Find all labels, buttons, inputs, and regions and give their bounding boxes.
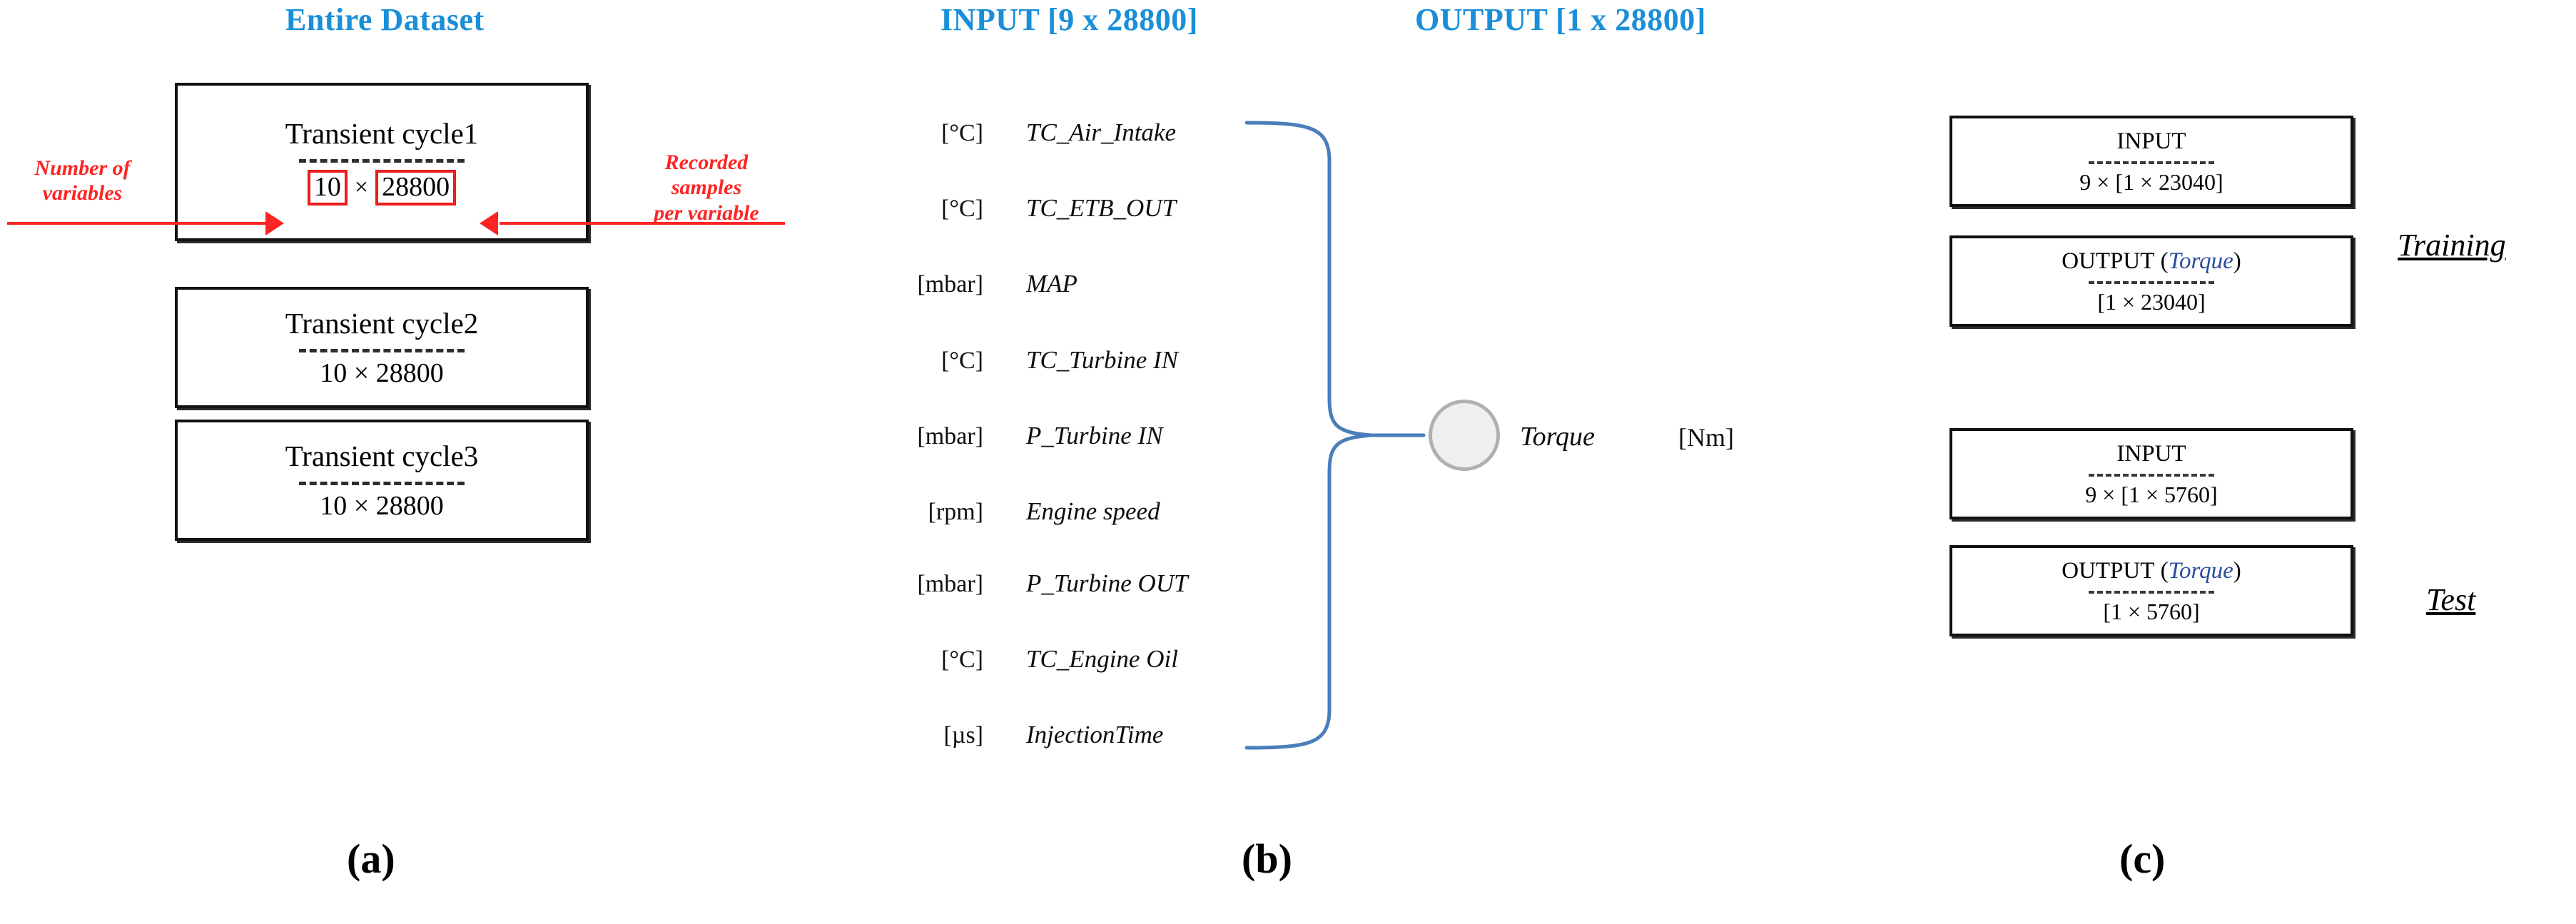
annotation-line: Number of	[34, 156, 131, 180]
output-node-circle	[1429, 400, 1500, 471]
divider	[2089, 591, 2214, 594]
arrow-right-head-icon	[480, 211, 498, 235]
cycle-dims: 10 × 28800	[320, 358, 444, 389]
box-title-torque: Torque	[2168, 248, 2233, 274]
panel-b-input-title: INPUT [9 x 28800]	[940, 2, 1198, 37]
panel-b-output-title: OUTPUT [1 x 28800]	[1415, 2, 1706, 37]
paren-close: )	[2233, 557, 2241, 584]
annotation-number-of-variables: Number of variables	[6, 156, 159, 206]
input-name: P_Turbine OUT	[1026, 569, 1188, 597]
box-title: INPUT	[2116, 440, 2186, 467]
box-dims: 9 × [1 × 5760]	[2085, 482, 2218, 508]
divider	[299, 349, 465, 353]
training-input-box: INPUT 9 × [1 × 23040]	[1949, 116, 2353, 207]
cycle-box-3: Transient cycle3 10 × 28800	[175, 420, 589, 541]
input-name: TC_ETB_OUT	[1026, 194, 1177, 222]
divider	[2089, 474, 2214, 477]
input-name: MAP	[1026, 270, 1077, 298]
test-input-box: INPUT 9 × [1 × 5760]	[1949, 428, 2353, 519]
divider	[299, 159, 465, 163]
panel-a-letter: (a)	[347, 836, 395, 882]
rows-value: 10	[307, 170, 348, 206]
input-name: TC_Air_Intake	[1026, 118, 1176, 146]
input-name: P_Turbine IN	[1026, 422, 1163, 450]
input-unit: [mbar]	[917, 423, 983, 450]
box-title-main: INPUT	[2116, 440, 2186, 467]
paren-open: (	[2154, 248, 2169, 274]
annotation-line: per variable	[654, 200, 759, 225]
divider	[2089, 281, 2214, 285]
divider	[2089, 161, 2214, 165]
paren-open: (	[2154, 557, 2169, 584]
annotation-line: samples	[671, 176, 742, 200]
input-name: InjectionTime	[1026, 721, 1164, 748]
cols-value: 28800	[375, 170, 457, 206]
output-node-unit: [Nm]	[1678, 423, 1734, 452]
output-node-label: Torque	[1520, 422, 1595, 452]
box-dims: [1 × 23040]	[2097, 289, 2206, 315]
box-title-main: OUTPUT	[2062, 557, 2155, 584]
input-unit: [mbar]	[917, 571, 983, 597]
arrow-right-shaft	[500, 222, 785, 225]
arrow-left-shaft	[7, 222, 271, 225]
arrow-left-head-icon	[265, 211, 284, 235]
input-unit: [µs]	[943, 722, 983, 748]
annotation-line: variables	[42, 181, 123, 205]
paren-close: )	[2233, 248, 2241, 274]
times-symbol: ×	[354, 174, 369, 201]
cycle-box-1: Transient cycle1 10 × 28800	[175, 83, 589, 241]
cycle-dims-highlighted: 10 × 28800	[307, 170, 457, 206]
cycle-box-2: Transient cycle2 10 × 28800	[175, 287, 589, 408]
box-title-main: OUTPUT	[2062, 248, 2155, 274]
box-title: INPUT	[2116, 128, 2186, 154]
box-dims: 9 × [1 × 23040]	[2079, 169, 2223, 196]
input-unit: [°C]	[941, 196, 983, 222]
box-title: OUTPUT (Torque)	[2062, 248, 2241, 274]
input-unit: [°C]	[941, 646, 983, 673]
input-unit: [rpm]	[928, 499, 983, 525]
box-title: OUTPUT (Torque)	[2062, 557, 2241, 584]
panel-b-letter: (b)	[1242, 836, 1292, 882]
test-label: Test	[2426, 582, 2476, 617]
box-title-main: INPUT	[2116, 128, 2186, 154]
cycle-title: Transient cycle3	[285, 439, 479, 472]
training-label: Training	[2398, 228, 2506, 263]
box-dims: [1 × 5760]	[2103, 599, 2200, 625]
input-name: TC_Engine Oil	[1026, 645, 1178, 673]
panel-c-letter: (c)	[2119, 836, 2166, 882]
cycle-title: Transient cycle1	[285, 116, 479, 150]
input-unit: [°C]	[941, 347, 983, 374]
annotation-line: Recorded	[664, 151, 749, 174]
brace-connector	[1245, 121, 1426, 750]
training-output-box: OUTPUT (Torque) [1 × 23040]	[1949, 235, 2353, 327]
cycle-dims: 10 × 28800	[320, 491, 444, 522]
panel-a-title: Entire Dataset	[285, 2, 485, 37]
input-unit: [mbar]	[917, 271, 983, 298]
test-output-box: OUTPUT (Torque) [1 × 5760]	[1949, 545, 2353, 636]
input-name: Engine speed	[1026, 497, 1160, 525]
input-name: TC_Turbine IN	[1026, 346, 1178, 374]
divider	[299, 482, 465, 486]
cycle-title: Transient cycle2	[285, 306, 479, 340]
annotation-recorded-samples: Recorded samples per variable	[610, 150, 803, 225]
box-title-torque: Torque	[2168, 557, 2233, 584]
input-unit: [°C]	[941, 120, 983, 146]
